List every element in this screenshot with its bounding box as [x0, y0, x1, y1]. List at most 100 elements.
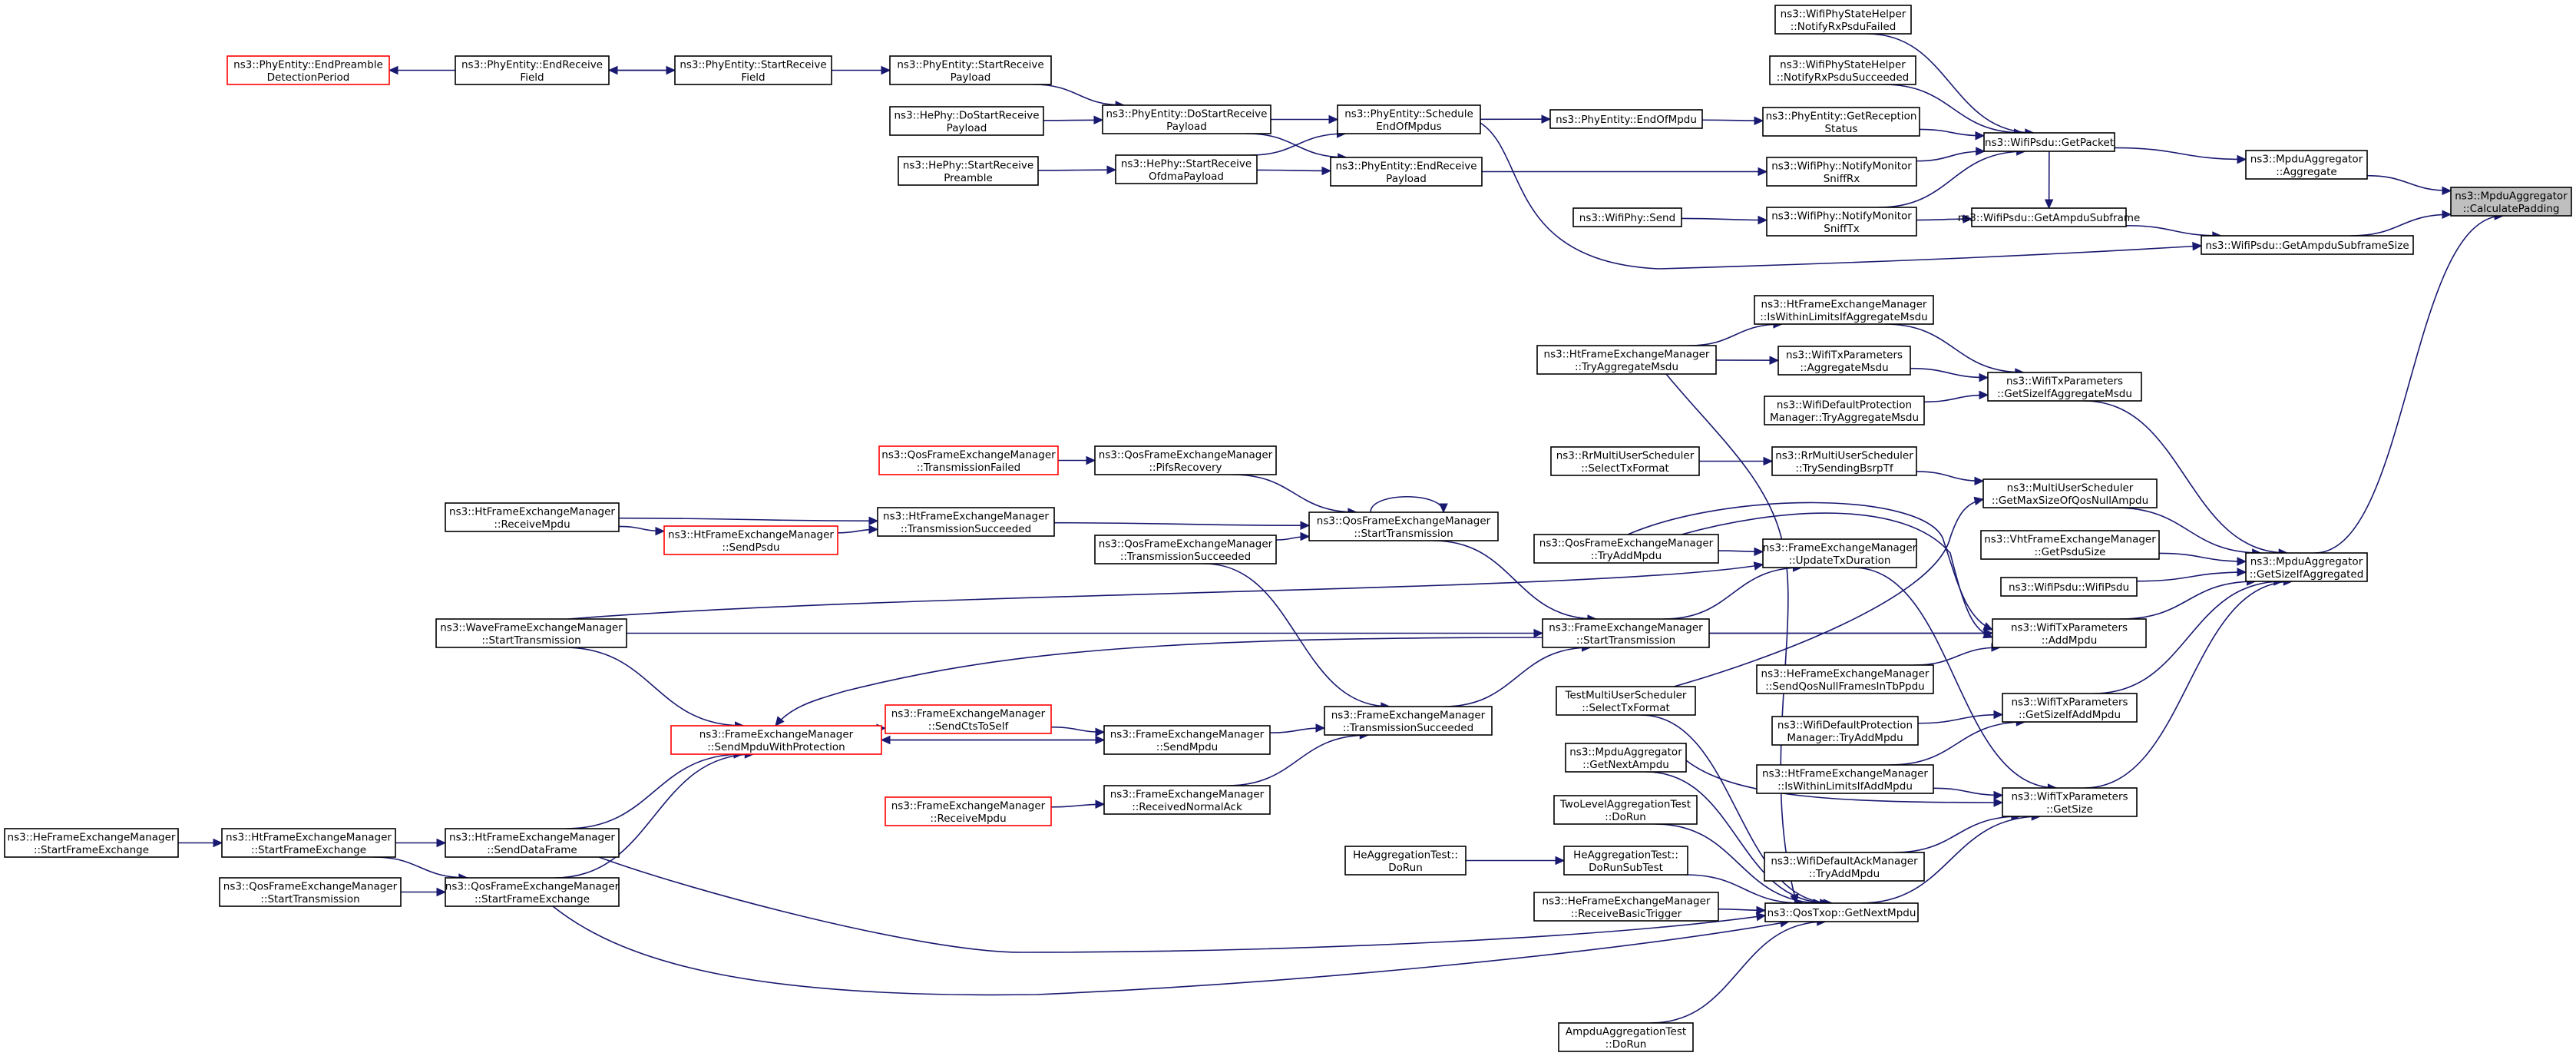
node-hesub[interactable]: HeAggregationTest::DoRunSubTest — [1563, 846, 1688, 876]
edge-line — [1884, 323, 2024, 373]
node-ferecack[interactable]: ns3::FrameExchangeManager::ReceivedNorma… — [1103, 785, 1271, 815]
node-rrtrysending[interactable]: ns3::RrMultiUserScheduler::TrySendingBsr… — [1771, 446, 1917, 476]
node-qosfail[interactable]: ns3::QosFrameExchangeManager::Transmissi… — [878, 445, 1059, 475]
edge-line — [1917, 713, 2003, 724]
node-wifiphysend[interactable]: ns3::WifiPhy::Send — [1572, 207, 1682, 227]
node-getsizeadd[interactable]: ns3::WifiTxParameters::GetSizeIfAddMpdu — [2002, 693, 2138, 723]
node-htrecmpdu[interactable]: ns3::HtFrameExchangeManager::ReceiveMpdu — [445, 502, 620, 532]
node-twolevel[interactable]: TwoLevelAggregationTest::DoRun — [1553, 795, 1698, 825]
edge-arrowhead — [436, 887, 447, 897]
edge-line — [564, 647, 744, 727]
node-fesendmpdu[interactable]: ns3::FrameExchangeManager::SendMpdu — [1103, 725, 1271, 755]
edge-line — [1681, 217, 1767, 221]
node-mpdugetnext[interactable]: ns3::MpduAggregator::GetNextAmpdu — [1565, 743, 1687, 773]
node-fectsself[interactable]: ns3::FrameExchangeManager::SendCtsToSelf — [885, 704, 1052, 734]
node-wifipsductor[interactable]: ns3::WifiPsdu::WifiPsdu — [2000, 577, 2138, 597]
edge-agg-to-calc — [2366, 174, 2452, 196]
node-qostryadd[interactable]: ns3::QosFrameExchangeManager::TryAddMpdu — [1533, 534, 1719, 564]
node-festart[interactable]: ns3::FrameExchangeManager::StartTransmis… — [1542, 618, 1710, 648]
node-fesendprot[interactable]: ns3::FrameExchangeManager::SendMpduWithP… — [670, 725, 882, 755]
node-notifyfailed[interactable]: ns3::WifiPhyStateHelper::NotifyRxPsduFai… — [1774, 5, 1912, 35]
node-qosgetnext[interactable]: ns3::QosTxop::GetNextMpdu — [1764, 902, 1919, 922]
node-agg[interactable]: ns3::MpduAggregator::Aggregate — [2245, 150, 2368, 180]
node-getampdusubsize[interactable]: ns3::WifiPsdu::GetAmpduSubframeSize — [2201, 235, 2414, 255]
node-rrselecttx[interactable]: ns3::RrMultiUserScheduler::SelectTxForma… — [1550, 446, 1700, 476]
node-iswithinadd[interactable]: ns3::HtFrameExchangeManager::IsWithinLim… — [1756, 764, 1934, 794]
node-herun[interactable]: HeAggregationTest::DoRun — [1344, 846, 1467, 876]
node-ampdurun[interactable]: AmpduAggregationTest::DoRun — [1558, 1022, 1694, 1052]
edge-arrowhead — [607, 65, 618, 75]
node-box — [2245, 552, 2368, 582]
edge-arrowhead — [1753, 561, 1764, 571]
node-updatetx[interactable]: ns3::FrameExchangeManager::UpdateTxDurat… — [1762, 538, 1917, 568]
node-getsizeaggmsdu[interactable]: ns3::WifiTxParameters::GetSizeIfAggregat… — [1987, 372, 2142, 402]
node-fetxsucc[interactable]: ns3::FrameExchangeManager::TransmissionS… — [1324, 706, 1493, 736]
node-ferecmpdu[interactable]: ns3::FrameExchangeManager::ReceiveMpdu — [885, 796, 1052, 826]
node-getsize[interactable]: ns3::WifiTxParameters::GetSize — [2002, 787, 2138, 817]
node-box — [1766, 157, 1917, 187]
node-qosstartfe[interactable]: ns3::QosFrameExchangeManager::StartFrame… — [445, 877, 620, 907]
node-endpreamble[interactable]: ns3::PhyEntity::EndPreambleDetectionPeri… — [227, 55, 390, 85]
edge-getampdusubsize-to-calc — [2350, 210, 2452, 237]
node-herecbasic[interactable]: ns3::HeFrameExchangeManager::ReceiveBasi… — [1533, 892, 1719, 922]
node-box — [1094, 445, 1277, 475]
node-qosstarttx2[interactable]: ns3::QosFrameExchangeManager::StartTrans… — [219, 877, 402, 907]
node-pifs[interactable]: ns3::QosFrameExchangeManager::PifsRecove… — [1094, 445, 1277, 475]
node-label-line: ns3::QosFrameExchangeManager — [445, 880, 620, 892]
node-qosstarttx[interactable]: ns3::QosFrameExchangeManager::StartTrans… — [1308, 511, 1499, 541]
edge-arrowhead — [1300, 531, 1311, 541]
node-getampdusub[interactable]: ns3::WifiPsdu::GetAmpduSubframe — [1958, 207, 2141, 227]
node-label-line: ::SendMpduWithProtection — [707, 741, 845, 753]
node-endofmpdu[interactable]: ns3::PhyEntity::EndOfMpdu — [1549, 109, 1703, 129]
node-testselect[interactable]: TestMultiUserScheduler::SelectTxFormat — [1556, 686, 1696, 716]
node-label-line: ::StartTransmission — [481, 634, 580, 647]
node-vhtgetpsdu[interactable]: ns3::VhtFrameExchangeManager::GetPsduSiz… — [1980, 530, 2160, 560]
node-label-line: ns3::RrMultiUserScheduler — [1775, 449, 1913, 462]
edge-arrowhead — [1973, 496, 1985, 506]
edge-line — [1443, 647, 1591, 707]
node-label-line: ns3::WifiPhy::NotifyMonitor — [1771, 160, 1912, 172]
edge-festart-to-updatetx — [1664, 563, 1803, 620]
node-addmpdu[interactable]: ns3::WifiTxParameters::AddMpdu — [1992, 618, 2147, 648]
node-tryaggmsdu[interactable]: ns3::HtFrameExchangeManager::TryAggregat… — [1536, 345, 1717, 375]
node-htsendpsdu[interactable]: ns3::HtFrameExchangeManager::SendPsdu — [663, 525, 838, 555]
node-qostxsucc[interactable]: ns3::QosFrameExchangeManager::Transmissi… — [1094, 535, 1277, 564]
node-label-line: ns3::PhyEntity::EndReceive — [1336, 160, 1477, 172]
node-label-line: Payload — [951, 71, 991, 84]
node-calc[interactable]: ns3::MpduAggregator::CalculatePadding — [2450, 187, 2572, 217]
node-defprotmsdu[interactable]: ns3::WifiDefaultProtectionManager::TryAg… — [1764, 396, 1925, 425]
node-ifwithinmsdu[interactable]: ns3::HtFrameExchangeManager::IsWithinLim… — [1754, 295, 1934, 325]
node-label-line: ns3::PhyEntity::Schedule — [1344, 108, 1473, 120]
node-htstartfe[interactable]: ns3::HtFrameExchangeManager::StartFrameE… — [221, 828, 396, 858]
node-hestartfe[interactable]: ns3::HeFrameExchangeManager::StartFrameE… — [4, 828, 179, 858]
node-defprottryadd[interactable]: ns3::WifiDefaultProtectionManager::TryAd… — [1771, 716, 1919, 746]
node-httxsucc[interactable]: ns3::HtFrameExchangeManager::Transmissio… — [877, 507, 1055, 537]
node-getpacket[interactable]: ns3::WifiPsdu::GetPacket — [1983, 132, 2115, 152]
node-notifysucc[interactable]: ns3::WifiPhyStateHelper::NotifyRxPsduSuc… — [1769, 55, 1916, 85]
edge-line — [1685, 760, 2003, 803]
node-getmaxsize[interactable]: ns3::MultiUserScheduler::GetMaxSizeOfQos… — [1982, 478, 2158, 508]
edge-line — [552, 905, 1790, 996]
node-htsenddata[interactable]: ns3::HtFrameExchangeManager::SendDataFra… — [445, 828, 620, 858]
node-getsizeag[interactable]: ns3::MpduAggregator::GetSizeIfAggregated — [2245, 552, 2368, 582]
node-hesendqosnull[interactable]: ns3::HeFrameExchangeManager::SendQosNull… — [1756, 664, 1934, 694]
node-defacktryadd[interactable]: ns3::WifiDefaultAckManager::TryAddMpdu — [1764, 852, 1925, 882]
node-label-line: ::ReceiveBasicTrigger — [1571, 908, 1682, 920]
node-label-line: ns3::WifiTxParameters — [2011, 621, 2128, 634]
edge-line — [1655, 823, 1823, 904]
edge-arrowhead — [213, 838, 223, 848]
node-aggmsdu[interactable]: ns3::WifiTxParameters::AggregateMsdu — [1777, 346, 1911, 376]
node-wavestart[interactable]: ns3::WaveFrameExchangeManager::StartTran… — [435, 618, 627, 648]
